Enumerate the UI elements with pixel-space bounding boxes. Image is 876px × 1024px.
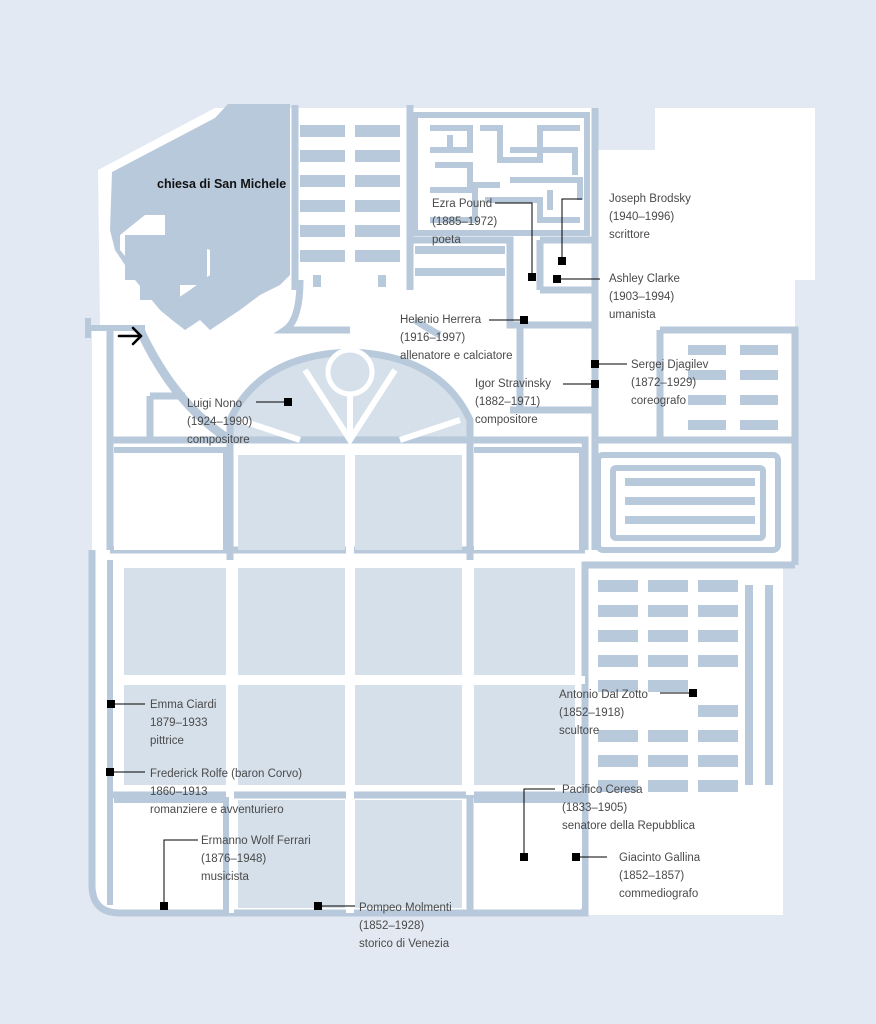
grave-label-ezra-pound: Ezra Pound (1885–1972) poeta (432, 195, 497, 249)
marker-pompeo-molmenti (314, 902, 322, 910)
grave-name: Frederick Rolfe (baron Corvo) (150, 768, 303, 780)
grave-dates: (1882–1971) (475, 396, 541, 408)
marker-ermanno-wolf-ferrari (160, 902, 168, 910)
grave-label-helenio-herrera: Helenio Herrera (1916–1997) allenatore e… (400, 311, 513, 365)
grave-label-ashley-clarke: Ashley Clarke (1903–1994) umanista (609, 270, 680, 324)
marker-ashley-clarke (553, 275, 561, 283)
grave-label-pacifico-ceresa: Pacifico Ceresa (1833–1905) senatore del… (562, 781, 695, 835)
grave-name: Ashley Clarke (609, 273, 680, 285)
marker-igor-stravinsky (591, 380, 599, 388)
grave-dates: 1860–1913 (150, 786, 208, 798)
grave-role: pittrice (150, 735, 184, 747)
grave-role: compositore (187, 434, 250, 446)
grave-dates: (1885–1972) (432, 216, 498, 228)
grave-label-emma-ciardi: Emma Ciardi 1879–1933 pittrice (150, 696, 216, 750)
grave-name: Helenio Herrera (400, 314, 482, 326)
grave-dates: (1872–1929) (631, 377, 697, 389)
right-plots (688, 345, 778, 430)
grave-label-joseph-brodsky: Joseph Brodsky (1940–1996) scrittore (609, 190, 691, 244)
marker-luigi-nono (284, 398, 292, 406)
marker-helenio-herrera (520, 316, 528, 324)
grave-name: Pompeo Molmenti (359, 902, 452, 914)
grave-markers (106, 257, 697, 910)
grave-name: Emma Ciardi (150, 699, 217, 711)
grave-dates: (1916–1997) (400, 332, 466, 344)
grave-role: musicista (201, 871, 249, 883)
grave-dates: (1876–1948) (201, 853, 267, 865)
grave-name: Igor Stravinsky (475, 378, 552, 390)
arrow-right-icon (117, 326, 143, 346)
grave-name: Antonio Dal Zotto (559, 689, 648, 701)
church-name: chiesa di San Michele (157, 177, 287, 191)
central-semicircle (226, 347, 474, 446)
central-walkways (110, 455, 585, 913)
grave-label-luigi-nono: Luigi Nono (1924–1990) compositore (187, 395, 252, 449)
grave-role: allenatore e calciatore (400, 350, 513, 362)
grave-dates: (1833–1905) (562, 802, 628, 814)
grave-role: commediografo (619, 888, 699, 900)
marker-pacifico-ceresa (520, 853, 528, 861)
grave-name: Ermanno Wolf Ferrari (201, 835, 311, 847)
marker-frederick-rolfe (106, 768, 114, 776)
marker-sergej-djagilev (591, 360, 599, 368)
marker-emma-ciardi (107, 700, 115, 708)
marker-joseph-brodsky (558, 257, 566, 265)
right-oval-block (595, 452, 781, 553)
grave-role: storico di Venezia (359, 938, 450, 950)
grave-name: Ezra Pound (432, 198, 493, 210)
grave-role: compositore (475, 414, 538, 426)
marker-ezra-pound (528, 273, 536, 281)
upper-maze-block (412, 112, 590, 236)
grave-role: umanista (609, 309, 656, 321)
upper-plot-rows (300, 125, 400, 287)
grave-dates: (1940–1996) (609, 211, 675, 223)
church-annex-3 (140, 260, 180, 300)
grave-dates: (1852–1928) (359, 920, 425, 932)
grave-name: Pacifico Ceresa (562, 784, 643, 796)
grave-dates: (1903–1994) (609, 291, 675, 303)
grave-label-antonio-dal-zotto: Antonio Dal Zotto (1852–1918) scultore (559, 686, 648, 740)
grave-role: scrittore (609, 229, 650, 241)
leader-lines (110, 198, 693, 907)
grave-name: Giacinto Gallina (619, 852, 701, 864)
grave-dates: (1924–1990) (187, 416, 253, 428)
grave-label-sergej-djagilev: Sergej Djagilev (1872–1929) coreografo (631, 356, 708, 410)
grave-label-ermanno-wolf-ferrari: Ermanno Wolf Ferrari (1876–1948) musicis… (201, 832, 311, 886)
grave-name: Luigi Nono (187, 398, 242, 410)
grave-role: poeta (432, 234, 461, 246)
grave-label-giacinto-gallina: Giacinto Gallina (1852–1857) commediogra… (619, 849, 700, 903)
grave-label-pompeo-molmenti: Pompeo Molmenti (1852–1928) storico di V… (359, 899, 452, 953)
grave-role: scultore (559, 725, 600, 737)
grave-label-igor-stravinsky: Igor Stravinsky (1882–1971) compositore (475, 375, 551, 429)
grave-dates: 1879–1933 (150, 717, 208, 729)
grave-role: coreografo (631, 395, 686, 407)
marker-antonio-dal-zotto (689, 689, 697, 697)
grave-name: Sergej Djagilev (631, 359, 709, 371)
grave-role: senatore della Repubblica (562, 820, 695, 832)
entrance-pier (85, 318, 145, 338)
marker-giacinto-gallina (572, 853, 580, 861)
grave-dates: (1852–1918) (559, 707, 625, 719)
grave-dates: (1852–1857) (619, 870, 685, 882)
lower-right-plots (598, 580, 773, 792)
grave-name: Joseph Brodsky (609, 193, 691, 205)
grave-label-frederick-rolfe: Frederick Rolfe (baron Corvo) 1860–1913 … (150, 765, 302, 819)
grave-role: romanziere e avventuriero (150, 804, 284, 816)
corner-enclosures (114, 445, 582, 908)
